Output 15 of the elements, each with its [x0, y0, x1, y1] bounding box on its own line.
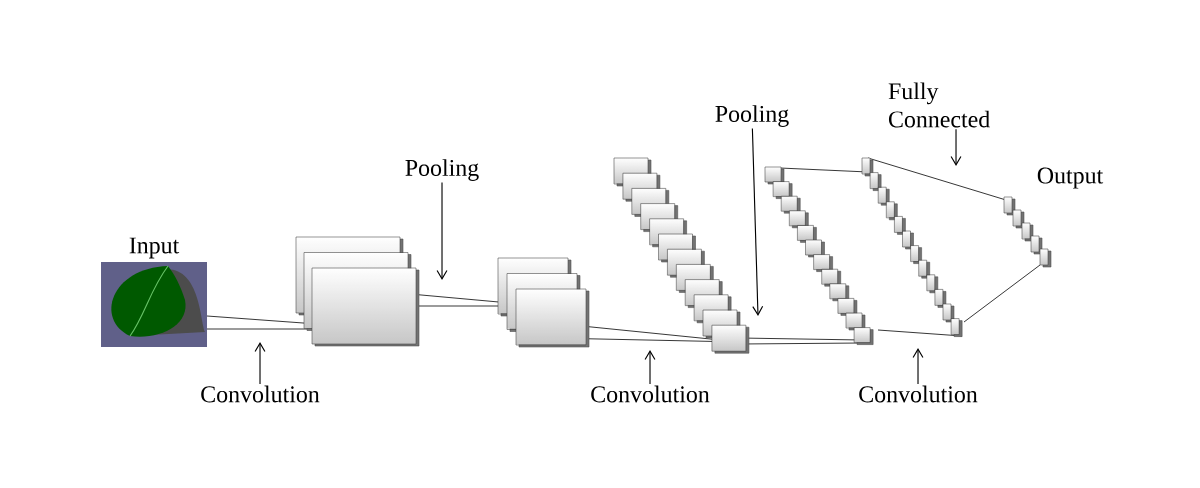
arrow: [751, 128, 764, 316]
arrow: [644, 350, 656, 385]
arrow: [912, 348, 924, 385]
input-photo: [101, 262, 207, 347]
layer-label: Convolution: [859, 385, 978, 403]
layer-label: Convolution: [201, 385, 320, 403]
layer-label: Pooling: [405, 159, 479, 181]
layer-label: Pooling: [715, 105, 789, 127]
arrow: [950, 128, 962, 166]
layer-label: Output: [1037, 167, 1104, 189]
arrow: [436, 182, 448, 280]
arrow: [254, 342, 266, 385]
layer-label: Convolution: [591, 385, 710, 403]
layer-label: Fully Connected: [888, 82, 990, 128]
input-label: Input: [129, 237, 180, 259]
